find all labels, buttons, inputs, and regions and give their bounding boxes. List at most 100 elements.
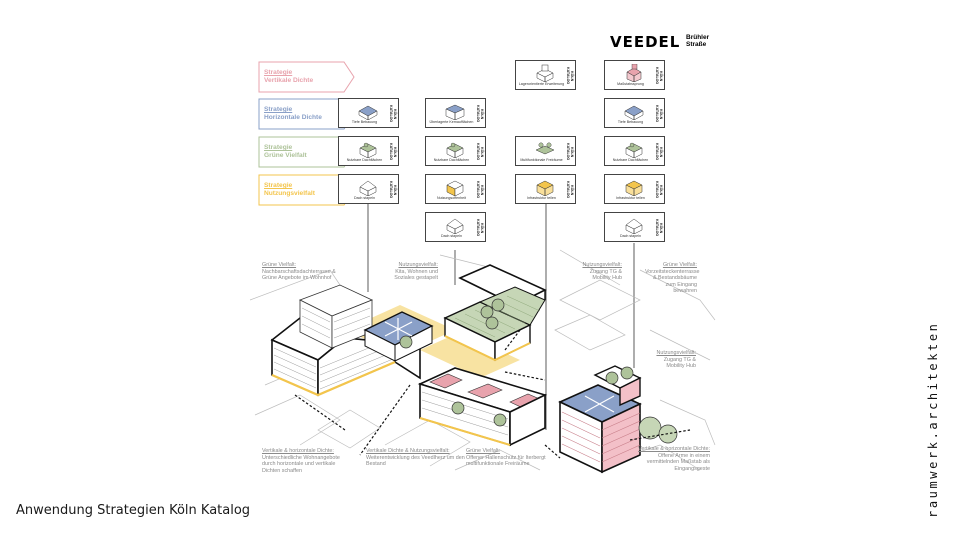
note-title: Nutzungsvielfalt:: [656, 350, 696, 356]
note-7: Vertikale Dichte & Nutzungsvielfalt: Wei…: [366, 448, 466, 468]
note-body: Kita, Wohnen und Soziales gestapelt: [394, 268, 438, 282]
strategy-vertical: Strategie Vertikale Dichte: [258, 62, 346, 92]
tree-icon: [451, 401, 465, 415]
note-1: Grüne Vielfalt: Nachbarschaftsdachterras…: [262, 262, 350, 282]
card-label: Nutzbare Dachflächen: [346, 158, 383, 162]
note-body: Weiterentwicklung des Veedlherz um den B…: [366, 454, 465, 468]
note-8: Grüne Vielfalt: Offener Hallenschutz für…: [466, 448, 552, 468]
catalog-card: Tiefe Bebauung KÖLN KATALOG: [338, 98, 399, 128]
strategy-pre: Strategie: [264, 182, 293, 189]
card-side: KÖLN KATALOG: [655, 219, 663, 237]
card-side: KÖLN KATALOG: [389, 143, 397, 161]
note-body: Zugang TG & Mobility Hub: [663, 356, 696, 370]
card-label: Dach stapeln: [620, 234, 641, 238]
catalog-card: Nutzbare Dachflächen KÖLN KATALOG: [338, 136, 399, 166]
page-caption: Anwendung Strategien Köln Katalog: [16, 503, 251, 518]
catalog-card: Infrastruktur teilen KÖLN KATALOG: [604, 174, 665, 204]
tree-icon: [493, 413, 507, 427]
logo-sub-line1: Brühler: [686, 34, 710, 41]
card-side: KÖLN KATALOG: [566, 181, 574, 199]
card-side: KÖLN KATALOG: [655, 105, 663, 123]
card-side: KÖLN KATALOG: [655, 67, 663, 85]
shared-infrastructure-icon: [625, 180, 643, 196]
veedel-logo: VEEDEL Brühler Straße: [610, 33, 709, 52]
tree-icon: [480, 305, 494, 319]
strategy-use: Strategie Nutzungsvielfalt: [258, 175, 346, 205]
note-2: Nutzungsvielfalt: Kita, Wohnen und Sozia…: [378, 262, 438, 282]
catalog-card: Überlagerte Kernaufflächen KÖLN KATALOG: [425, 98, 486, 128]
note-5: Nutzungsvielfalt: Zugang TG & Mobility H…: [652, 350, 696, 370]
logo-sub-line2: Straße: [686, 41, 707, 48]
multifunctional-space-icon: [535, 142, 555, 155]
strategy-horizontal: Strategie Horizontale Dichte: [258, 99, 346, 129]
card-label: Tiefe Bebauung: [617, 120, 644, 124]
tree-icon: [605, 371, 619, 385]
note-title: Grüne Vielfalt:: [262, 262, 297, 268]
scale-jump-icon: [626, 64, 642, 82]
stack-roof-icon: [625, 218, 643, 234]
movement-arrows: [294, 329, 691, 459]
stack-roof-icon: [446, 218, 464, 234]
connector-lines: [367, 204, 635, 430]
note-title: Vertikale Dichte & Nutzungsvielfalt:: [366, 448, 450, 454]
note-title: Nutzungsvielfalt:: [582, 262, 622, 268]
card-side: KÖLN KATALOG: [566, 143, 574, 161]
note-4: Grüne Vielfalt: Vorzeitsteckenterrasse &…: [645, 262, 700, 295]
catalog-card: Nutzbare Dachflächen KÖLN KATALOG: [425, 136, 486, 166]
catalog-card: Tiefe Bebauung KÖLN KATALOG: [604, 98, 665, 128]
deep-building-icon: [358, 105, 378, 120]
note-body: Unterschiedliche Wohnangebote durch hori…: [262, 454, 340, 474]
catalog-card: Nutzungsoffenheit KÖLN KATALOG: [425, 174, 486, 204]
open-use-icon: [446, 180, 464, 196]
card-side: KÖLN KATALOG: [655, 181, 663, 199]
note-body: Offener Hallenschutz für Iterbergt multi…: [466, 454, 546, 468]
shared-infrastructure-icon: [536, 180, 554, 196]
tree-icon: [491, 298, 505, 312]
overlay-icon: [445, 104, 465, 120]
building-pink-block: [417, 367, 548, 447]
catalog-card: Maßstabssprung KÖLN KATALOG: [604, 60, 665, 90]
card-side: KÖLN KATALOG: [655, 143, 663, 161]
card-label: Lagerorientierte Erweiterung: [518, 82, 565, 86]
note-9: Vertikale & horizontale Dichte: Offene A…: [626, 446, 710, 472]
strategy-pre: Strategie: [264, 144, 293, 151]
card-label: Nutzbare Dachflächen: [433, 158, 470, 162]
note-6: Vertikale & horizontale Dichte: Untersch…: [262, 448, 350, 474]
catalog-card: Dach stapeln KÖLN KATALOG: [338, 174, 399, 204]
card-label: Infrastruktur teilen: [527, 196, 556, 200]
strategy-name: Vertikale Dichte: [264, 77, 314, 84]
tree-icon: [620, 366, 634, 380]
card-label: Nutzungsoffenheit: [437, 196, 466, 200]
card-label: Dach stapeln: [441, 234, 462, 238]
catalog-card: Multifunktionale Freiräume KÖLN KATALOG: [515, 136, 576, 166]
strategy-green: Strategie Grüne Vielfalt: [258, 137, 346, 167]
expand-arrows-icon: [384, 318, 413, 340]
card-label: Nutzbare Dachflächen: [612, 158, 649, 162]
catalog-card: Lagerorientierte Erweiterung KÖLN KATALO…: [515, 60, 576, 90]
note-title: Vertikale & horizontale Dichte:: [638, 446, 710, 452]
building-right-stepped: [558, 365, 678, 474]
expand-arrows-icon: [584, 395, 615, 413]
card-side: KÖLN KATALOG: [389, 105, 397, 123]
note-title: Grüne Vielfalt:: [662, 262, 697, 268]
card-label: Multifunktionale Freiräume: [520, 158, 563, 162]
note-title: Grüne Vielfalt:: [466, 448, 501, 454]
green-roof-icon: [359, 142, 377, 158]
card-side: KÖLN KATALOG: [476, 143, 484, 161]
tree-icon: [485, 316, 499, 330]
note-3: Nutzungsvielfalt: Zugang TG & Mobility H…: [570, 262, 622, 282]
strategy-name: Grüne Vielfalt: [264, 152, 307, 159]
stack-roof-icon: [359, 180, 377, 196]
catalog-card: Dach stapeln KÖLN KATALOG: [604, 212, 665, 242]
catalog-card: Dach stapeln KÖLN KATALOG: [425, 212, 486, 242]
deep-building-icon: [624, 105, 644, 120]
card-label: Infrastruktur teilen: [616, 196, 645, 200]
green-roof-icon: [446, 142, 464, 158]
card-side: KÖLN KATALOG: [476, 105, 484, 123]
strategy-pre: Strategie: [264, 106, 293, 113]
strategy-arrow-vertical: [258, 61, 355, 93]
card-side: KÖLN KATALOG: [476, 219, 484, 237]
card-label: Maßstabssprung: [617, 82, 644, 86]
note-body: Vorzeitsteckenterrasse & Bestandsbäume z…: [645, 268, 700, 295]
